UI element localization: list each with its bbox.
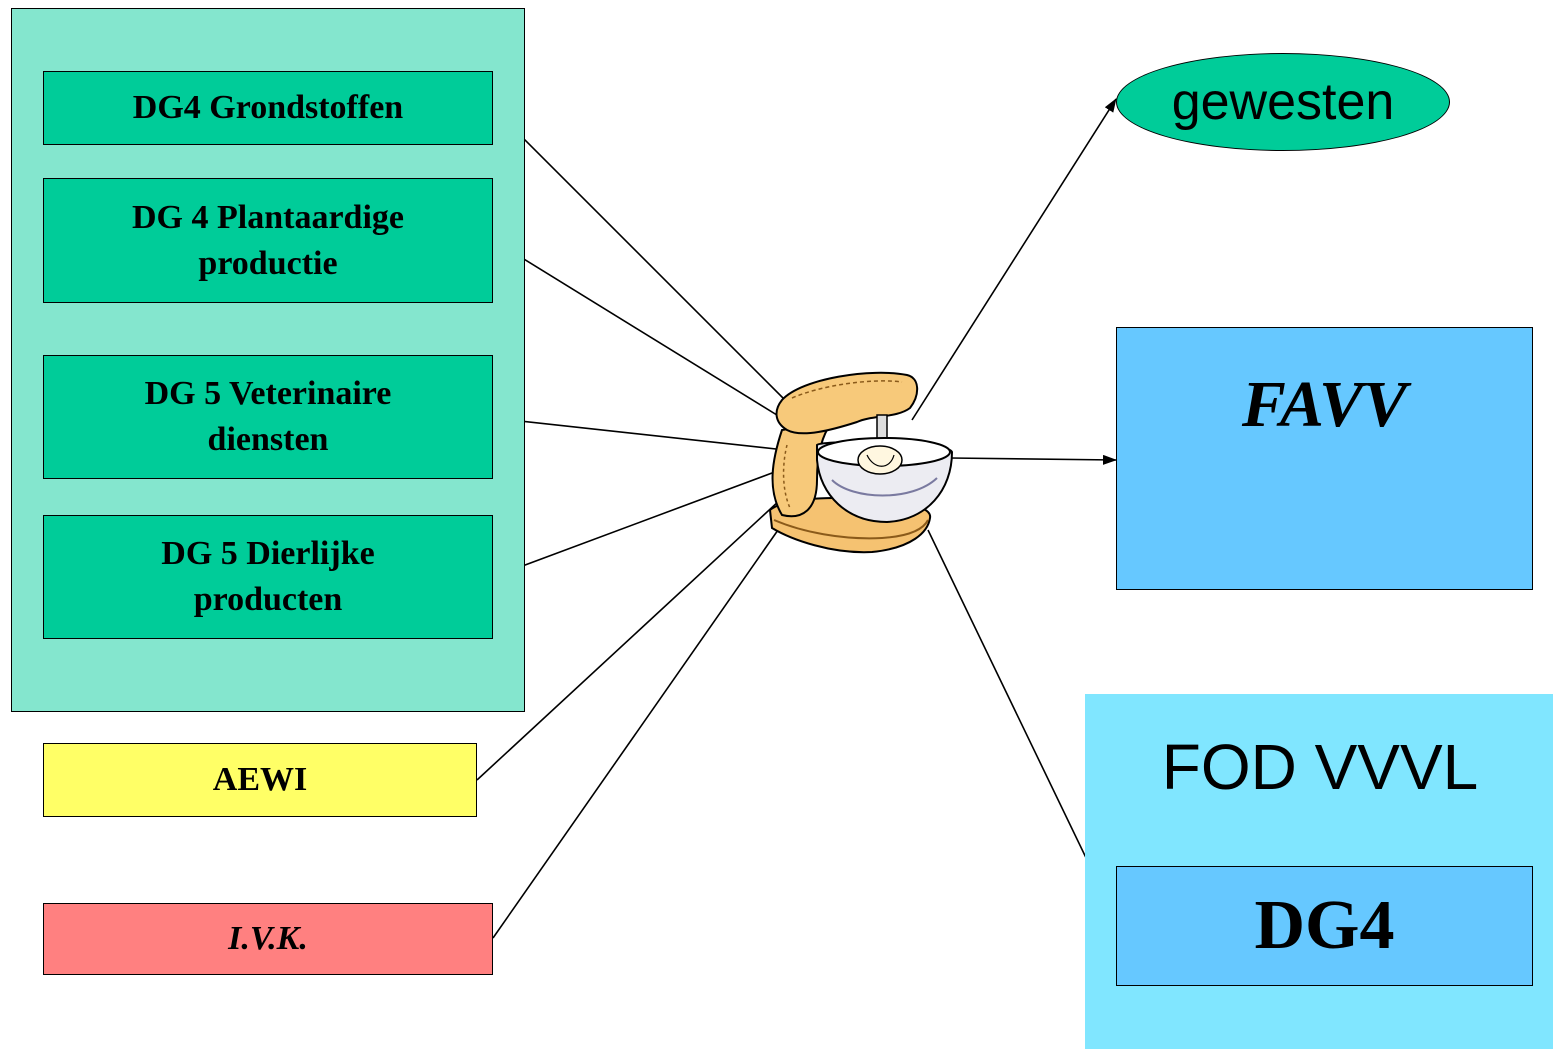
- line-dg4-grondstoffen: [492, 107, 791, 406]
- aewi-box: AEWI: [43, 743, 477, 817]
- gewesten-ellipse: gewesten: [1116, 53, 1450, 151]
- dg5-dierlijke-producten-box: DG 5 Dierlijke producten: [43, 515, 493, 639]
- dg5-dierlijke-producten-label: DG 5 Dierlijke producten: [161, 535, 375, 618]
- food-mixer-icon: [768, 371, 954, 554]
- dg4-plantaardige-productie-label: DG 4 Plantaardige productie: [132, 198, 404, 282]
- dg4-grondstoffen-box: DG4 Grondstoffen: [43, 71, 493, 145]
- line-aewi: [476, 499, 781, 781]
- arrow-to-favv: [949, 454, 1117, 465]
- ivk-box: I.V.K.: [43, 903, 493, 975]
- arrow-to-dg4: [927, 529, 1117, 921]
- line-dg4-plantaardig: [492, 239, 786, 421]
- dg5-veterinaire-diensten-label: DG 5 Veterinaire diensten: [144, 375, 392, 458]
- dg4-plantaardige-productie-box: DG 4 Plantaardige productie: [43, 178, 493, 303]
- line-ivk: [492, 519, 786, 939]
- arrow-to-gewesten: [911, 98, 1117, 421]
- favv-box: FAVV: [1116, 327, 1533, 590]
- dg5-veterinaire-diensten-box: DG 5 Veterinaire diensten: [43, 355, 493, 479]
- line-dg5-dierlijk: [492, 469, 781, 578]
- dg4-target-box: DG4: [1116, 866, 1533, 986]
- line-dg5-veterinair: [492, 417, 786, 451]
- fod-vvvl-title: FOD VVVL: [1161, 731, 1479, 803]
